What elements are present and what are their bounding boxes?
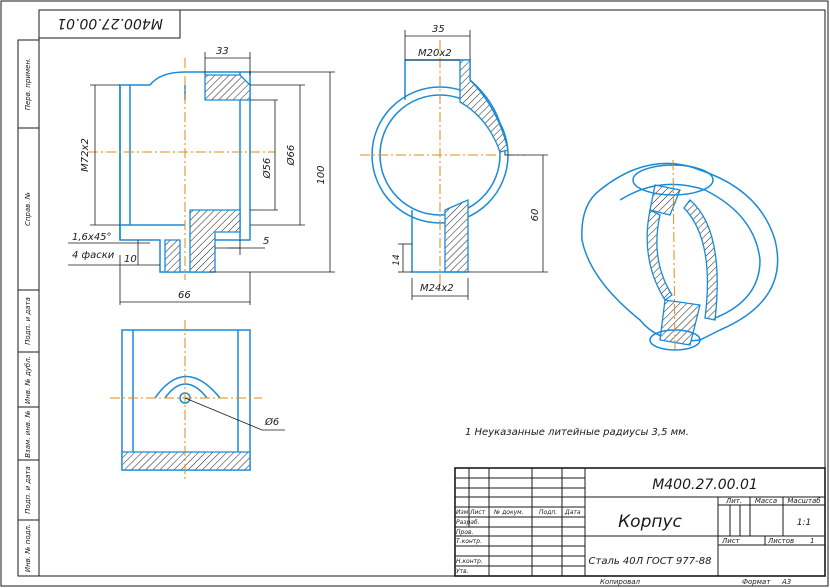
dim-phi56: Ø56 — [261, 158, 273, 180]
col-izm: Изм — [456, 509, 469, 516]
top-code-mirrored: M400.27.00.01 — [57, 15, 163, 31]
row-prov: Пров. — [456, 529, 474, 536]
dim-60: 60 — [530, 209, 541, 222]
change-table-grid — [455, 468, 585, 576]
dim-66: 66 — [178, 290, 191, 301]
top-code-box — [38, 9, 181, 39]
front-section-view — [88, 58, 275, 280]
margin-label-perv-primen: Перв. примен. — [24, 58, 32, 111]
iso-hatch-top — [649, 184, 681, 216]
iso-hatch-left — [646, 209, 673, 301]
margin-label-sprav-n: Справ. № — [24, 192, 32, 226]
dim-14: 14 — [392, 254, 402, 266]
col-data: Дата — [564, 509, 581, 516]
dim-33: 33 — [216, 46, 229, 57]
masshtab-label: Масштаб — [787, 497, 821, 505]
doc-code: M400.27.00.01 — [652, 477, 758, 493]
top-hatch — [121, 451, 251, 471]
material: Сталь 40Л ГОСТ 977-88 — [589, 556, 712, 567]
iso-hatch-right — [683, 199, 718, 321]
hatch-bottom — [189, 209, 241, 273]
side-view-dimensions: 35 M20x2 60 14 M24x2 — [392, 24, 548, 300]
col-list: Лист — [469, 509, 486, 516]
col-podp: Подп. — [539, 509, 557, 516]
top-view: Ø6 — [110, 320, 285, 480]
side-hatch-bottom — [444, 199, 469, 273]
row-utv: Утв. — [456, 568, 469, 575]
dim-m72x2: M72x2 — [80, 138, 91, 172]
title-block: Изм Лист № докум. Подп. Дата Разраб. Про… — [454, 467, 826, 577]
margin-label-podp-data-1: Подп. и дата — [24, 297, 32, 345]
front-view-dimensions: 33 M72x2 Ø56 Ø66 100 5 66 1,6x45° 4 фаск… — [68, 46, 335, 305]
chamfer-count: 4 фаски — [72, 250, 115, 261]
dim-100: 100 — [316, 165, 327, 184]
listov-value: 1 — [810, 537, 814, 545]
dim-m20x2: M20x2 — [418, 48, 452, 59]
scale-value: 1:1 — [797, 518, 811, 528]
dim-phi66: Ø66 — [285, 145, 297, 167]
dim-phi6: Ø6 — [264, 416, 279, 428]
hatch-top — [204, 74, 251, 101]
side-view — [360, 40, 525, 285]
isometric-view — [581, 159, 779, 351]
dim-10: 10 — [124, 254, 137, 265]
side-hatch-top — [459, 59, 509, 153]
margin-label-podp-data-2: Подп. и дата — [24, 466, 32, 514]
massa-label: Масса — [755, 497, 777, 505]
listov-label: Листов — [767, 537, 794, 545]
lit-label: Лит. — [725, 497, 742, 505]
margin-label-inv-dubl: Инв. № дубл. — [24, 356, 32, 404]
casting-radius-note: 1 Неуказанные литейные радиусы 3,5 мм. — [465, 427, 689, 438]
kopiroval-label: Копировал — [600, 578, 641, 586]
dim-35: 35 — [432, 24, 445, 35]
dim-5: 5 — [263, 236, 269, 247]
chamfer-label: 1,6x45° — [72, 232, 112, 243]
hatch-bottom-left — [164, 239, 181, 273]
col-n-dokum: № докум. — [493, 509, 524, 516]
margin-label-inv-podl: Инв. № подл. — [24, 524, 32, 572]
left-margin-strip: Перв. примен. Справ. № Подп. и дата Инв.… — [17, 39, 40, 577]
margin-label-vzam-inv: Взам. инв. № — [24, 410, 32, 458]
part-name: Корпус — [618, 512, 682, 532]
row-razrab: Разраб. — [456, 519, 480, 526]
list-label: Лист — [721, 537, 741, 545]
format-label: Формат — [742, 578, 771, 586]
row-n-kontr: Н.контр. — [456, 558, 483, 565]
row-t-kontr: Т.контр. — [456, 538, 482, 545]
dim-m24x2: M24x2 — [420, 283, 454, 294]
iso-hatch-bottom — [659, 299, 701, 346]
format-value: A3 — [781, 578, 791, 586]
